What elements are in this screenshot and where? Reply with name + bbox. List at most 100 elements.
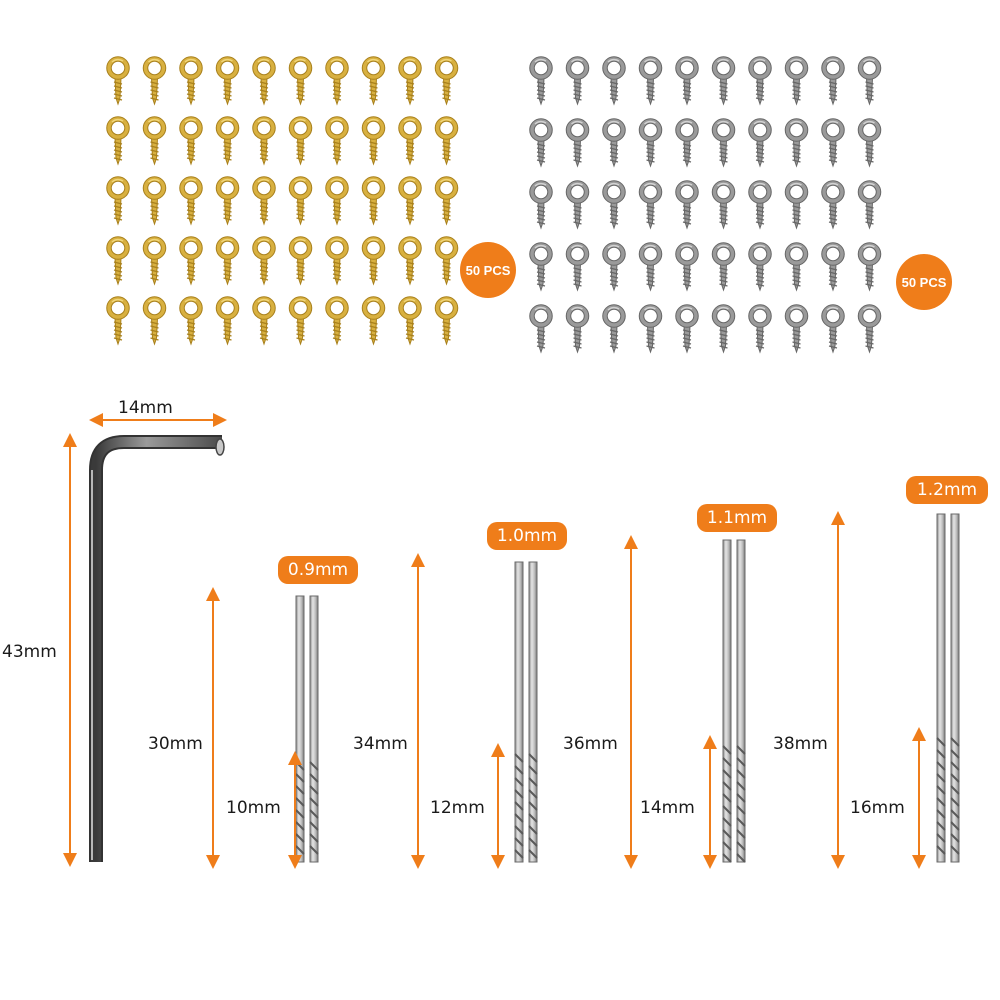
eye-screw: [529, 242, 553, 292]
eye-screw: [638, 304, 663, 354]
eye-screw: [142, 296, 167, 346]
eye-screw: [179, 56, 203, 106]
eye-screw: [434, 116, 459, 166]
eye-screw: [857, 180, 882, 230]
eye-screw: [565, 56, 590, 106]
eye-screw: [252, 176, 276, 226]
eye-screw: [106, 56, 130, 106]
eye-screw: [361, 296, 386, 346]
eye-screw: [106, 176, 130, 226]
eye-screw: [288, 236, 313, 286]
eye-screw: [784, 180, 809, 230]
eye-screw: [784, 242, 809, 292]
eye-screw: [215, 176, 240, 226]
eye-screw: [179, 296, 203, 346]
drill-length-label: 34mm: [353, 734, 408, 754]
eye-screw: [325, 236, 349, 286]
eye-screw: [252, 56, 276, 106]
eye-screw: [434, 176, 459, 226]
eye-screw: [602, 56, 626, 106]
eye-screw: [215, 236, 240, 286]
eye-screw: [288, 56, 313, 106]
eye-screw: [821, 56, 845, 106]
eye-screw: [434, 296, 459, 346]
eye-screw: [565, 242, 590, 292]
drill-bit-pair: [514, 561, 538, 863]
eye-screw: [857, 118, 882, 168]
eye-screw: [602, 118, 626, 168]
eye-screw: [711, 118, 736, 168]
eye-screw: [106, 116, 130, 166]
drill-bit: [722, 539, 732, 863]
eye-screw: [215, 296, 240, 346]
eye-screw: [529, 118, 553, 168]
eye-screw: [142, 176, 167, 226]
eye-screw: [106, 296, 130, 346]
eye-screw: [821, 242, 845, 292]
drill-length-label: 36mm: [563, 734, 618, 754]
eye-screw: [711, 242, 736, 292]
eye-screw: [252, 236, 276, 286]
drill-bit: [528, 561, 538, 863]
eye-screw: [529, 304, 553, 354]
eye-screw: [638, 242, 663, 292]
eye-screw: [434, 236, 459, 286]
eye-screw: [565, 118, 590, 168]
eye-screw: [638, 56, 663, 106]
eye-screw: [252, 116, 276, 166]
drill-bit-pair: [722, 539, 746, 863]
eye-screw: [748, 242, 772, 292]
eye-screw: [675, 56, 699, 106]
eye-screw: [361, 56, 386, 106]
silver-count-badge: 50 PCS: [896, 254, 952, 310]
eye-screw: [784, 118, 809, 168]
drill-size-tag: 1.0mm: [487, 522, 567, 550]
drill-bit: [514, 561, 524, 863]
drill-bit: [309, 595, 319, 863]
eye-screw: [179, 236, 203, 286]
eye-screw: [638, 180, 663, 230]
eye-screw: [857, 56, 882, 106]
eye-screw: [638, 118, 663, 168]
eye-screw: [529, 56, 553, 106]
drill-flute-label: 14mm: [640, 798, 695, 818]
eye-screw: [434, 56, 459, 106]
eye-screw: [784, 56, 809, 106]
hex-key: [89, 435, 225, 862]
eye-screw: [288, 176, 313, 226]
eye-screw: [821, 304, 845, 354]
eye-screw: [215, 56, 240, 106]
eye-screw: [398, 56, 422, 106]
eye-screw: [325, 176, 349, 226]
eye-screw: [602, 180, 626, 230]
eye-screw: [215, 116, 240, 166]
drill-size-tag: 1.2mm: [906, 476, 988, 504]
drill-bit-set: [206, 511, 960, 869]
gold-eye-screw-grid: [106, 56, 459, 346]
drill-bit: [295, 595, 305, 863]
eye-screw: [361, 236, 386, 286]
eye-screw: [398, 296, 422, 346]
eye-screw: [602, 304, 626, 354]
drill-size-tag: 0.9mm: [278, 556, 358, 584]
drill-length-label: 38mm: [773, 734, 828, 754]
drill-length-label: 30mm: [148, 734, 203, 754]
drill-bit: [736, 539, 746, 863]
eye-screw: [675, 180, 699, 230]
eye-screw: [106, 236, 130, 286]
eye-screw: [325, 116, 349, 166]
eye-screw: [711, 304, 736, 354]
eye-screw: [675, 304, 699, 354]
eye-screw: [361, 176, 386, 226]
eye-screw: [748, 56, 772, 106]
eye-screw: [325, 56, 349, 106]
eye-screw: [675, 118, 699, 168]
eye-screw: [565, 304, 590, 354]
drill-size-tag: 1.1mm: [697, 504, 777, 532]
eye-screw: [398, 116, 422, 166]
eye-screw: [748, 118, 772, 168]
drill-bit-pair: [936, 513, 960, 863]
eye-screw: [142, 116, 167, 166]
drill-flute-label: 12mm: [430, 798, 485, 818]
